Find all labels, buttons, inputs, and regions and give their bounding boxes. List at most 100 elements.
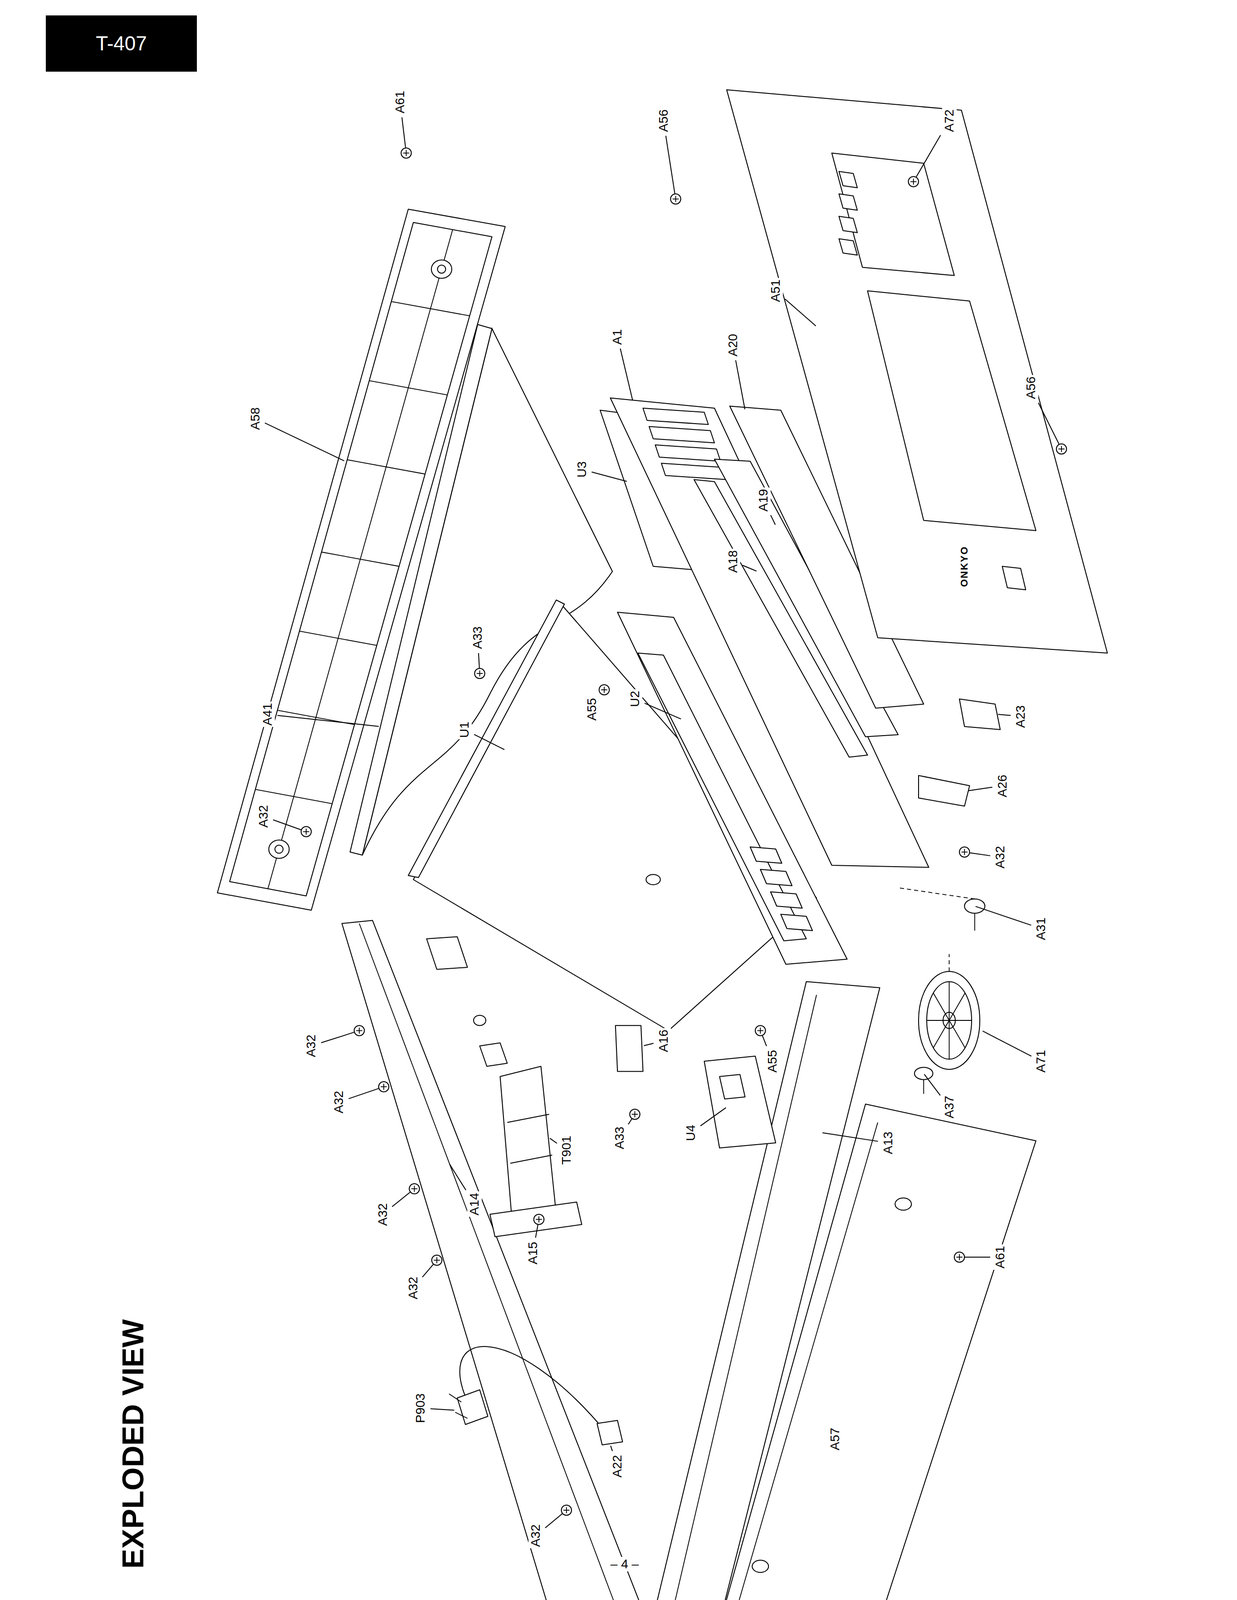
tuning-knob xyxy=(918,971,980,1070)
front-panel xyxy=(726,89,1108,654)
callout-number: A55 xyxy=(765,1048,780,1075)
screw-head xyxy=(954,1252,965,1263)
screw-head xyxy=(670,194,681,205)
plug-prong xyxy=(449,1394,462,1403)
power-switch xyxy=(719,1074,745,1100)
screw-slot xyxy=(414,1186,416,1193)
power-cord xyxy=(459,1346,608,1434)
screw-head xyxy=(561,1505,573,1516)
screw-slot xyxy=(913,178,915,186)
panel-button xyxy=(839,171,858,188)
panel-button xyxy=(839,239,858,256)
leader-line xyxy=(785,298,817,326)
transformer-core xyxy=(510,1155,553,1164)
leader-line xyxy=(644,703,681,720)
screw-head xyxy=(301,826,312,838)
callout-number: A13 xyxy=(880,1130,896,1156)
screw-head xyxy=(629,1109,641,1120)
callout-number: A61 xyxy=(392,89,408,115)
foot-stem xyxy=(974,913,976,931)
callout-number: A15 xyxy=(525,1240,541,1267)
screw-head xyxy=(409,1183,420,1195)
callout-number: A57 xyxy=(827,1426,843,1453)
leader-line xyxy=(422,1264,434,1278)
callout-number: A72 xyxy=(942,107,957,134)
callout-number: A32 xyxy=(303,1033,319,1059)
callout-number: A61 xyxy=(992,1244,1008,1271)
callout-number: A32 xyxy=(528,1523,543,1549)
callout-number: T901 xyxy=(559,1134,574,1167)
callout-number: A32 xyxy=(405,1275,421,1301)
screw-slot xyxy=(1060,445,1062,453)
leader-line xyxy=(348,1088,379,1099)
screw-head xyxy=(378,1081,390,1093)
callout-number: A31 xyxy=(1033,916,1049,942)
screw-slot xyxy=(675,195,677,203)
rear-panel-edge xyxy=(359,923,654,1600)
leader-line xyxy=(968,787,993,792)
alignment-line xyxy=(898,888,975,900)
screw-head xyxy=(474,668,485,680)
foam-block xyxy=(615,1025,644,1072)
display-window xyxy=(637,653,807,942)
grille-boss xyxy=(431,259,452,279)
rear-socket xyxy=(479,1043,508,1067)
screw-head xyxy=(1056,444,1067,455)
callout-number: A33 xyxy=(612,1125,627,1151)
callout-number: U3 xyxy=(574,459,590,480)
plug-prong xyxy=(455,1412,468,1419)
screw-head xyxy=(533,1214,545,1226)
switch-lever xyxy=(918,775,970,807)
screw-hole xyxy=(752,1560,769,1573)
callout-number: A32 xyxy=(992,844,1008,871)
side-panel-edge xyxy=(729,1122,878,1600)
screw-slot xyxy=(305,828,307,836)
callout-number: A22 xyxy=(610,1453,625,1480)
foot xyxy=(964,899,985,914)
panel-button xyxy=(839,216,858,233)
panel-window xyxy=(867,290,1037,531)
model-badge: T-407 xyxy=(45,15,197,72)
callout-number: U4 xyxy=(683,1123,699,1143)
illustration-group xyxy=(217,89,1108,1600)
callout-number: A18 xyxy=(725,548,741,575)
leader-line xyxy=(549,1138,558,1144)
leader-line xyxy=(264,423,345,461)
callout-number: A51 xyxy=(768,278,783,304)
screw-slot xyxy=(634,1111,636,1118)
switch xyxy=(780,914,813,931)
knob-cap xyxy=(959,699,1001,730)
terminal-block xyxy=(426,937,468,970)
push-button xyxy=(655,444,721,462)
grille-hole xyxy=(437,264,446,274)
push-button xyxy=(649,426,715,444)
callout-number: U2 xyxy=(627,689,643,709)
leader-line xyxy=(628,1119,632,1125)
leader-line xyxy=(545,1514,563,1529)
side-panel xyxy=(714,1104,1037,1600)
push-button xyxy=(661,463,727,480)
switch xyxy=(760,869,793,886)
leader-line xyxy=(770,515,776,525)
leader-line xyxy=(969,852,991,856)
alignment-line xyxy=(948,954,950,972)
power-plug xyxy=(457,1390,489,1426)
screw-slot xyxy=(538,1216,540,1223)
screw-head xyxy=(599,684,610,696)
callout-number: A55 xyxy=(584,696,600,723)
leader-lines xyxy=(264,117,1060,1529)
screw-slot xyxy=(603,686,605,694)
leader-line xyxy=(643,1043,654,1046)
foot xyxy=(914,1067,934,1081)
screw-head xyxy=(908,176,920,187)
leader-line xyxy=(591,472,627,482)
screw-hole xyxy=(894,1198,912,1211)
leader-line xyxy=(474,734,505,750)
callout-number: P903 xyxy=(413,1392,428,1425)
callout-number: A32 xyxy=(256,803,271,830)
leader-line xyxy=(822,1133,878,1142)
grille-boss xyxy=(268,840,290,859)
screw-slot xyxy=(759,1027,761,1035)
leader-line xyxy=(535,1225,538,1239)
